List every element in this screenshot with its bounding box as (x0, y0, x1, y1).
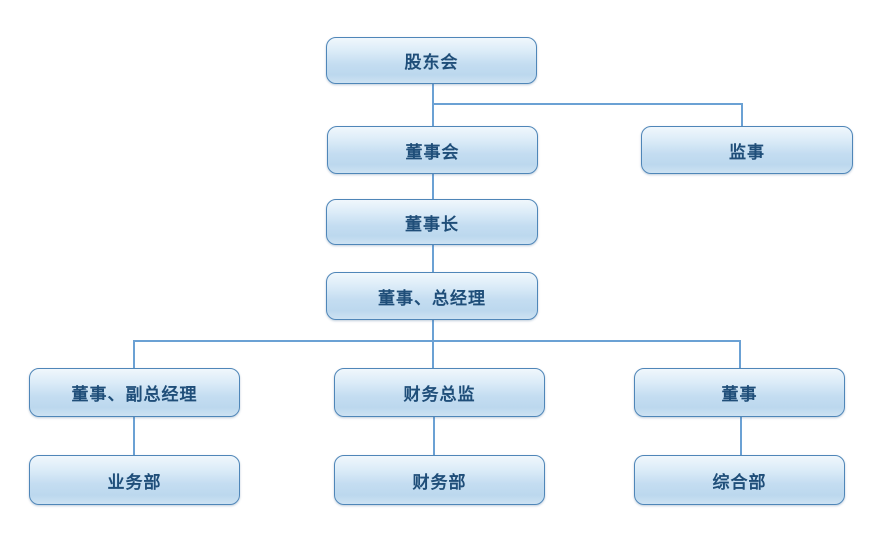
org-node-cfo: 财务总监 (334, 368, 545, 417)
org-node-shareholders: 股东会 (326, 37, 537, 84)
org-node-general-manager-label: 董事、总经理 (378, 288, 486, 308)
org-node-director-label: 董事 (721, 385, 758, 404)
org-node-board: 董事会 (327, 126, 538, 174)
org-node-supervisor-label: 监事 (729, 142, 765, 162)
connector-shareholders-supervisor (433, 103, 743, 126)
org-node-deputy-general-manager: 董事、副总经理 (29, 368, 240, 417)
org-node-deputy-general-manager-label: 董事、副总经理 (71, 385, 198, 404)
org-node-business-dept-label: 业务部 (107, 472, 162, 492)
org-node-shareholders-label: 股东会 (404, 53, 459, 72)
org-node-general-manager: 董事、总经理 (326, 272, 538, 320)
org-node-general-affairs-dept-label: 综合部 (712, 472, 767, 492)
org-node-chairman: 董事长 (326, 199, 538, 245)
org-node-director: 董事 (634, 368, 845, 417)
org-node-board-label: 董事会 (405, 142, 460, 162)
org-node-cfo-label: 财务总监 (403, 385, 476, 404)
org-node-finance-dept: 财务部 (334, 455, 545, 505)
org-node-business-dept: 业务部 (29, 455, 240, 505)
org-node-finance-dept-label: 财务部 (412, 472, 467, 492)
org-node-chairman-label: 董事长 (405, 214, 459, 234)
org-node-general-affairs-dept: 综合部 (634, 455, 845, 505)
org-node-supervisor: 监事 (641, 126, 853, 174)
